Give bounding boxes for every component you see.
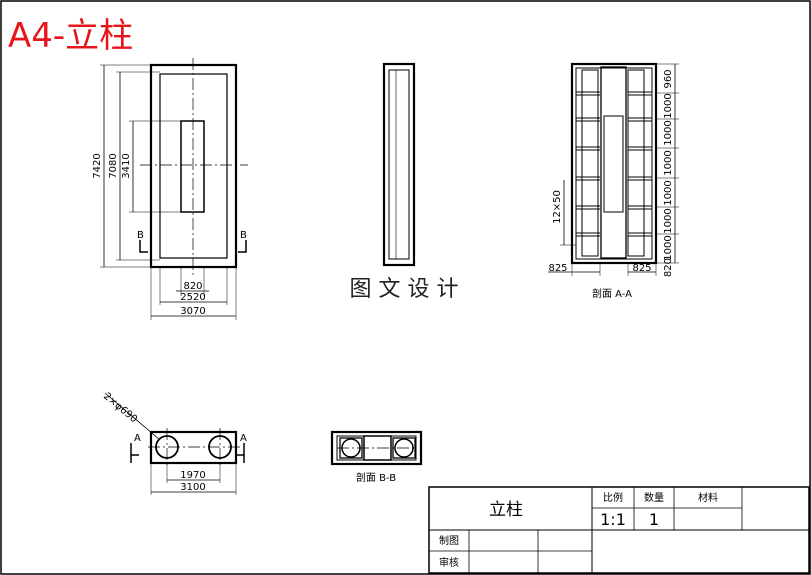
dim-2520: 2520 bbox=[180, 292, 205, 303]
dim-3070: 3070 bbox=[180, 306, 205, 317]
section-mark-b-left: B bbox=[137, 230, 144, 241]
plan-hole-label: 2×φ690 bbox=[101, 391, 139, 425]
front-view bbox=[100, 58, 248, 320]
section-mark-b-right: B bbox=[240, 230, 247, 241]
dim-3410: 3410 bbox=[121, 153, 132, 178]
section-mark-a-left: A bbox=[134, 433, 141, 444]
title-block-name: 立柱 bbox=[489, 500, 523, 520]
title-block-material-header: 材料 bbox=[698, 491, 718, 504]
dim-aa-1000-e: 1000 bbox=[663, 208, 674, 233]
title-block-checked-label: 审核 bbox=[439, 556, 459, 569]
dim-3100: 3100 bbox=[180, 482, 205, 493]
title-block-drawn-label: 制图 bbox=[439, 534, 459, 547]
dim-aa-1000-a: 1000 bbox=[663, 93, 674, 118]
dim-aa-825-right: 825 bbox=[632, 263, 651, 274]
dim-aa-1000-f: 1000 bbox=[663, 235, 674, 260]
section-bb-caption: 剖面 B-B bbox=[356, 471, 396, 484]
plan-view bbox=[104, 392, 245, 495]
section-aa-caption: 剖面 A-A bbox=[592, 287, 632, 300]
section-bb-view bbox=[330, 430, 423, 466]
dim-aa-820: 820 bbox=[663, 258, 674, 277]
dim-7420: 7420 bbox=[92, 153, 103, 178]
dim-aa-12x50: 12×50 bbox=[552, 190, 563, 224]
title-block-scale-header: 比例 bbox=[603, 491, 623, 504]
sheet-title: A4-立柱 bbox=[8, 16, 133, 56]
title-block-scale-value: 1:1 bbox=[600, 510, 626, 529]
title-block-qty-header: 数量 bbox=[644, 491, 664, 504]
title-block-qty-value: 1 bbox=[649, 510, 659, 529]
dim-820: 820 bbox=[183, 281, 202, 292]
title-block bbox=[428, 486, 810, 574]
section-mark-a-right: A bbox=[240, 433, 247, 444]
section-aa-view bbox=[548, 62, 679, 276]
watermark-text: 图 文 设 计 bbox=[350, 277, 459, 302]
dim-aa-1000-c: 1000 bbox=[663, 150, 674, 175]
dim-aa-1000-b: 1000 bbox=[663, 120, 674, 145]
dim-aa-960: 960 bbox=[663, 69, 674, 88]
dim-7080: 7080 bbox=[108, 153, 119, 178]
dim-aa-825-left: 825 bbox=[548, 263, 567, 274]
dim-aa-1000-d: 1000 bbox=[663, 180, 674, 205]
dim-1970: 1970 bbox=[180, 470, 205, 481]
side-view bbox=[382, 62, 416, 267]
